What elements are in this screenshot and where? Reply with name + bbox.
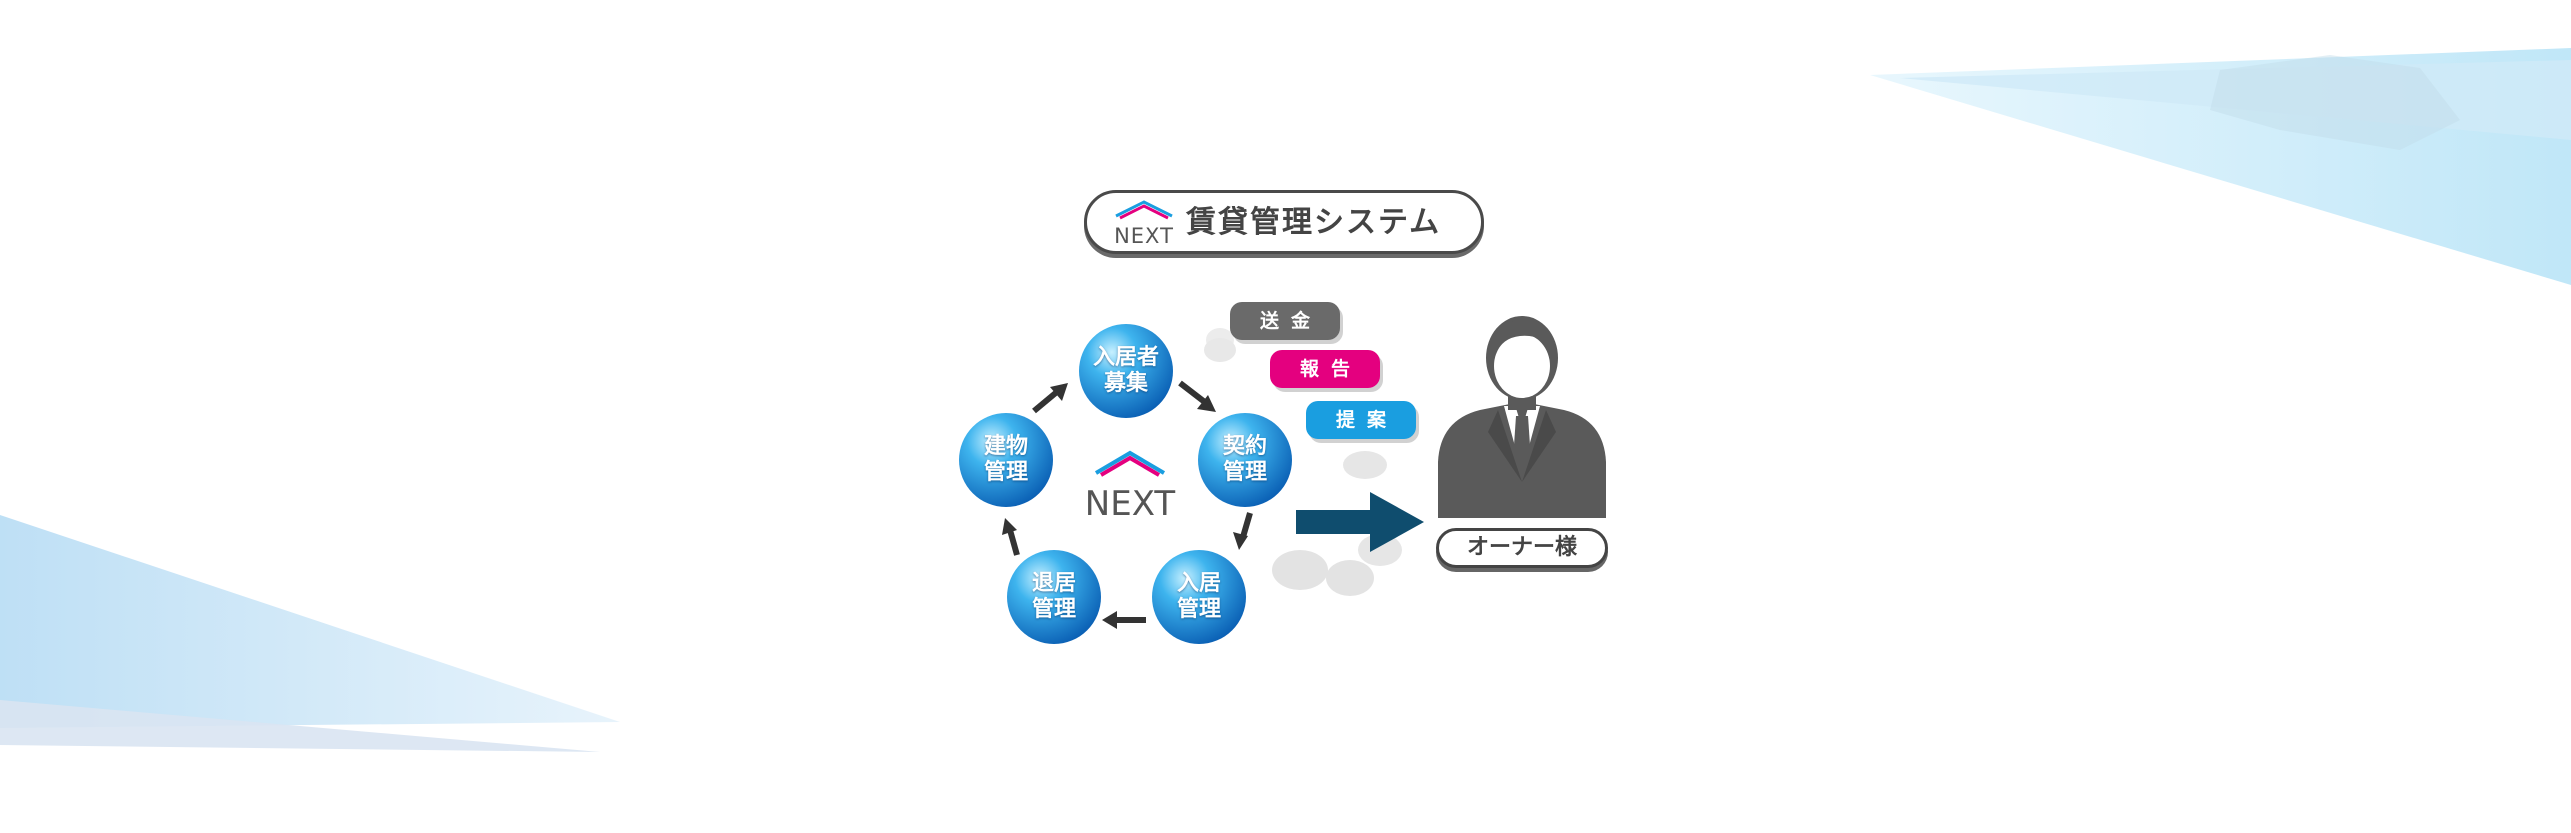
cycle-arrow-icon <box>1002 380 1253 629</box>
action-report: 報告 <box>1270 350 1380 388</box>
cycle-step-building-line2: 管理 <box>983 460 1028 485</box>
cycle-step-residence: 入居 管理 <box>1152 571 1246 623</box>
action-remittance: 送金 <box>1230 302 1340 340</box>
cycle-circle-recruit <box>1079 324 1173 418</box>
title-logo-text: NEXT <box>1114 224 1174 248</box>
cycle-step-contract-line2: 管理 <box>1222 460 1267 485</box>
right-arrow-icon <box>1296 492 1424 552</box>
cycle-step-recruit-line2: 募集 <box>1103 371 1148 396</box>
logo-house-icon: NEXT <box>1114 200 1174 248</box>
title-box <box>1084 190 1484 254</box>
bg-triangle-bottom-left-lower <box>0 700 600 752</box>
cycle-step-building-line1: 建物 <box>983 434 1028 459</box>
owner-label: オーナー様 <box>1436 528 1608 568</box>
cycle-circle-building <box>959 413 1053 507</box>
cycle-circle-moveout <box>1007 550 1101 644</box>
title-text: 賃貸管理システム <box>1186 205 1442 240</box>
bg-building-image <box>2210 55 2460 150</box>
management-cycle: NEXT <box>959 324 1292 644</box>
center-logo-text: NEXT <box>1085 484 1176 524</box>
action-proposal: 提案 <box>1306 401 1416 439</box>
businessman-icon <box>1438 316 1606 518</box>
cycle-step-moveout: 退居 管理 <box>1007 571 1101 623</box>
cycle-step-residence-line1: 入居 <box>1176 571 1221 596</box>
cycle-step-contract-line1: 契約 <box>1222 434 1267 459</box>
cycle-step-contract: 契約 管理 <box>1198 434 1292 486</box>
cycle-step-residence-line2: 管理 <box>1176 597 1221 622</box>
cycle-step-recruit: 入居者 募集 <box>1079 345 1173 397</box>
cycle-step-moveout-line1: 退居 <box>1031 571 1076 596</box>
center-logo: NEXT <box>1085 450 1176 524</box>
cycle-step-recruit-line1: 入居者 <box>1092 345 1159 370</box>
bg-triangle-bottom-left <box>0 515 620 728</box>
cycle-step-building: 建物 管理 <box>959 434 1053 486</box>
cycle-step-moveout-line2: 管理 <box>1031 597 1076 622</box>
cycle-circle-contract <box>1198 413 1292 507</box>
cycle-circle-residence <box>1152 550 1246 644</box>
bg-triangle-top-right-inner <box>1900 60 2571 140</box>
decorative-dots <box>1204 328 1402 596</box>
